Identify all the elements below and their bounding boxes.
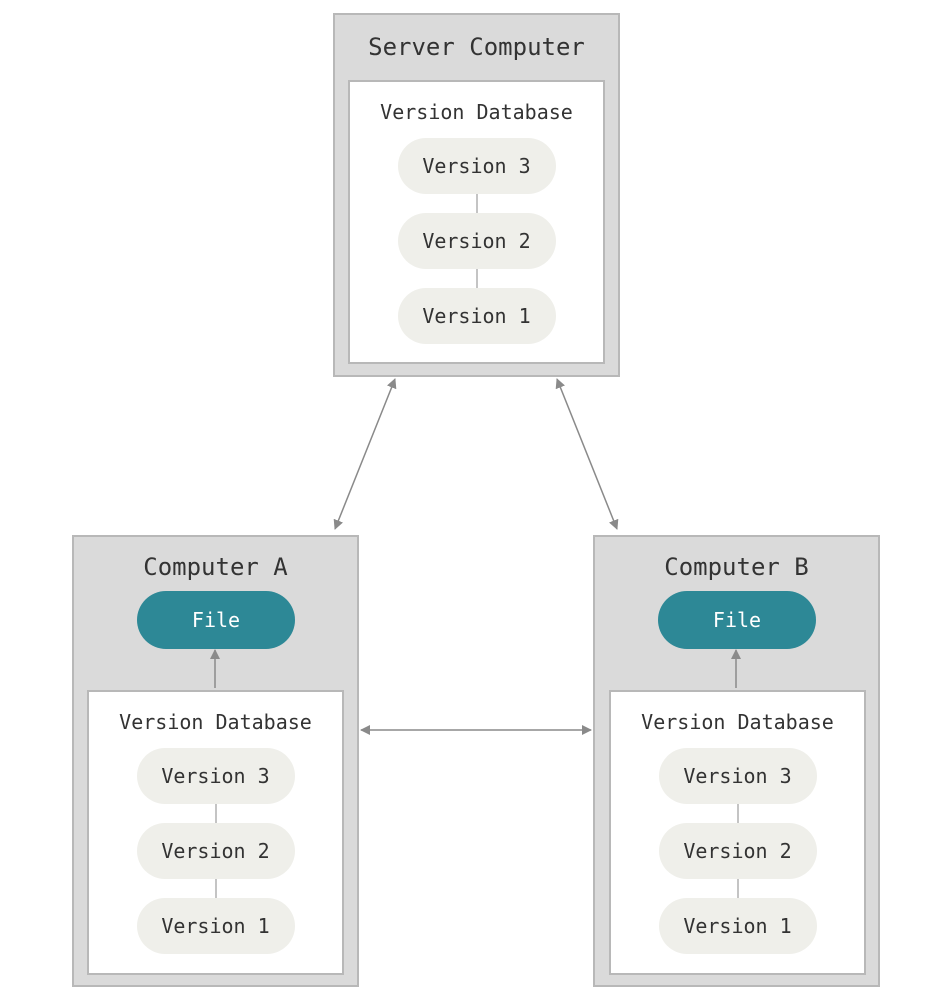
version-3-pill: Version 3	[136, 748, 295, 804]
server-version-database: Version Database Version 3 Version 2 Ver…	[348, 80, 605, 364]
version-1-pill: Version 1	[136, 898, 295, 954]
server-to-computer-b-arrow	[555, 378, 619, 530]
version-1-pill: Version 1	[397, 288, 556, 344]
version-link	[475, 269, 478, 289]
server-computer-title: Server Computer	[368, 33, 585, 61]
server-to-computer-a-arrow	[333, 378, 397, 530]
computer-b-title: Computer B	[664, 553, 809, 581]
version-3-pill: Version 3	[658, 748, 817, 804]
version-link	[214, 804, 217, 824]
version-link	[736, 879, 739, 899]
computer-a-title: Computer A	[143, 553, 288, 581]
version-2-pill: Version 2	[658, 823, 817, 879]
computer-a: Computer A File Version Database Version…	[72, 535, 359, 987]
version-1-pill: Version 1	[658, 898, 817, 954]
version-link	[475, 194, 478, 214]
computer-a-version-database: Version Database Version 3 Version 2 Ver…	[87, 690, 344, 975]
server-computer: Server Computer Version Database Version…	[333, 13, 620, 377]
version-2-pill: Version 2	[397, 213, 556, 269]
computer-b: Computer B File Version Database Version…	[593, 535, 880, 987]
computer-a-file-pill: File	[137, 591, 295, 649]
version-2-pill: Version 2	[136, 823, 295, 879]
computer-b-version-database: Version Database Version 3 Version 2 Ver…	[609, 690, 866, 975]
computer-b-database-title: Version Database	[641, 710, 834, 734]
server-database-title: Version Database	[380, 100, 573, 124]
version-3-pill: Version 3	[397, 138, 556, 194]
computer-a-database-title: Version Database	[119, 710, 312, 734]
version-link	[214, 879, 217, 899]
version-link	[736, 804, 739, 824]
computer-b-file-pill: File	[658, 591, 816, 649]
